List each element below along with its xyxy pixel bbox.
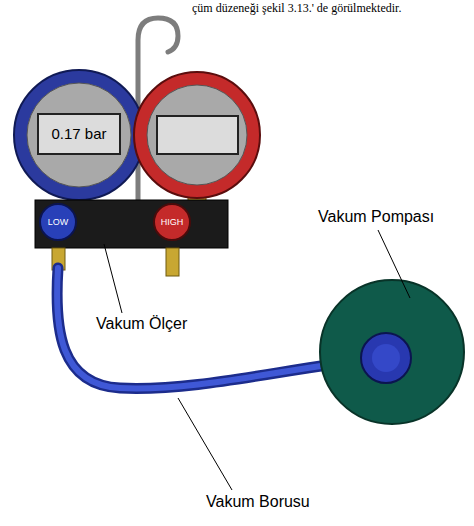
- part-label: Vakum Ölçer: [94, 315, 189, 333]
- part-label: Vakum Pompası: [316, 208, 436, 226]
- pump-inlet: [361, 333, 411, 383]
- low-pressure-gauge: [14, 70, 144, 200]
- gauge-reading: 0.17 bar: [49, 125, 108, 142]
- pump-inlet-core: [372, 344, 400, 372]
- part-label: Vakum Borusu: [204, 493, 312, 511]
- gauge-face: [147, 85, 247, 185]
- vacuum-pump: [320, 280, 464, 424]
- gauge-display: [38, 114, 120, 154]
- valve-label: LOW: [46, 217, 71, 227]
- gauge-display: [157, 116, 238, 154]
- valve-label: HIGH: [159, 217, 186, 227]
- high-valve-knob: [154, 204, 190, 240]
- gauge-face: [27, 83, 131, 187]
- leader-line: [104, 244, 122, 313]
- caption-text: çüm düzeneği şekil 3.13.' de görülmekted…: [190, 2, 403, 16]
- high-pressure-gauge: [134, 72, 260, 198]
- leader-line: [378, 230, 410, 298]
- leader-line: [178, 398, 232, 490]
- high-port: [166, 248, 179, 276]
- low-valve-knob: [40, 204, 76, 240]
- manifold-block: [35, 200, 228, 248]
